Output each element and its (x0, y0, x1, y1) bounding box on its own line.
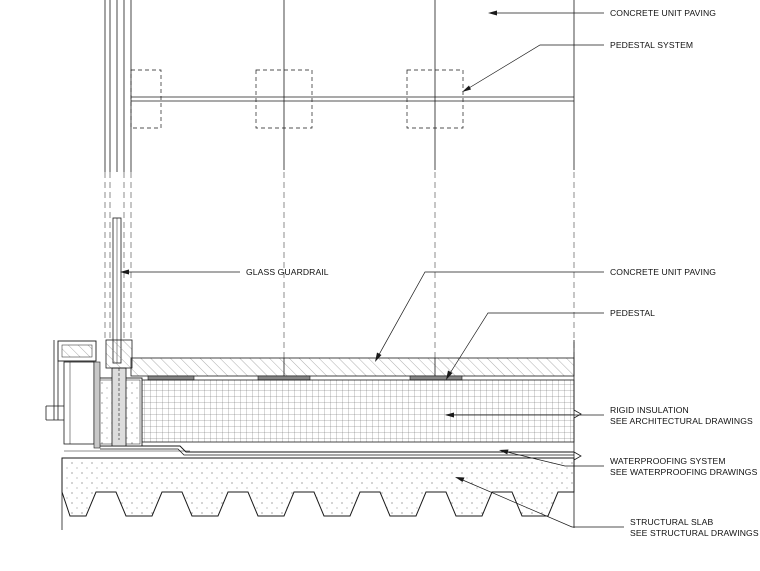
label-concrete-unit-paving-section: CONCRETE UNIT PAVING (610, 267, 717, 277)
label-waterproofing-ref: SEE WATERPROOFING DRAWINGS (610, 467, 758, 477)
projection-lines (104, 172, 575, 358)
label-rigid-insulation-ref: SEE ARCHITECTURAL DRAWINGS (610, 416, 753, 426)
label-structural-slab: STRUCTURAL SLAB (630, 517, 714, 527)
label-pedestal: PEDESTAL (610, 308, 656, 318)
label-waterproofing-system: WATERPROOFING SYSTEM (610, 456, 726, 466)
label-rigid-insulation: RIGID INSULATION (610, 405, 689, 415)
label-glass-guardrail: GLASS GUARDRAIL (246, 267, 329, 277)
leader-lines (120, 10, 624, 528)
section-view (45, 217, 575, 530)
break-lines (573, 340, 582, 528)
label-pedestal-system: PEDESTAL SYSTEM (610, 40, 694, 50)
label-concrete-unit-paving-plan: CONCRETE UNIT PAVING (610, 8, 717, 18)
plan-view (104, 0, 575, 172)
label-structural-slab-ref: SEE STRUCTURAL DRAWINGS (630, 528, 759, 538)
